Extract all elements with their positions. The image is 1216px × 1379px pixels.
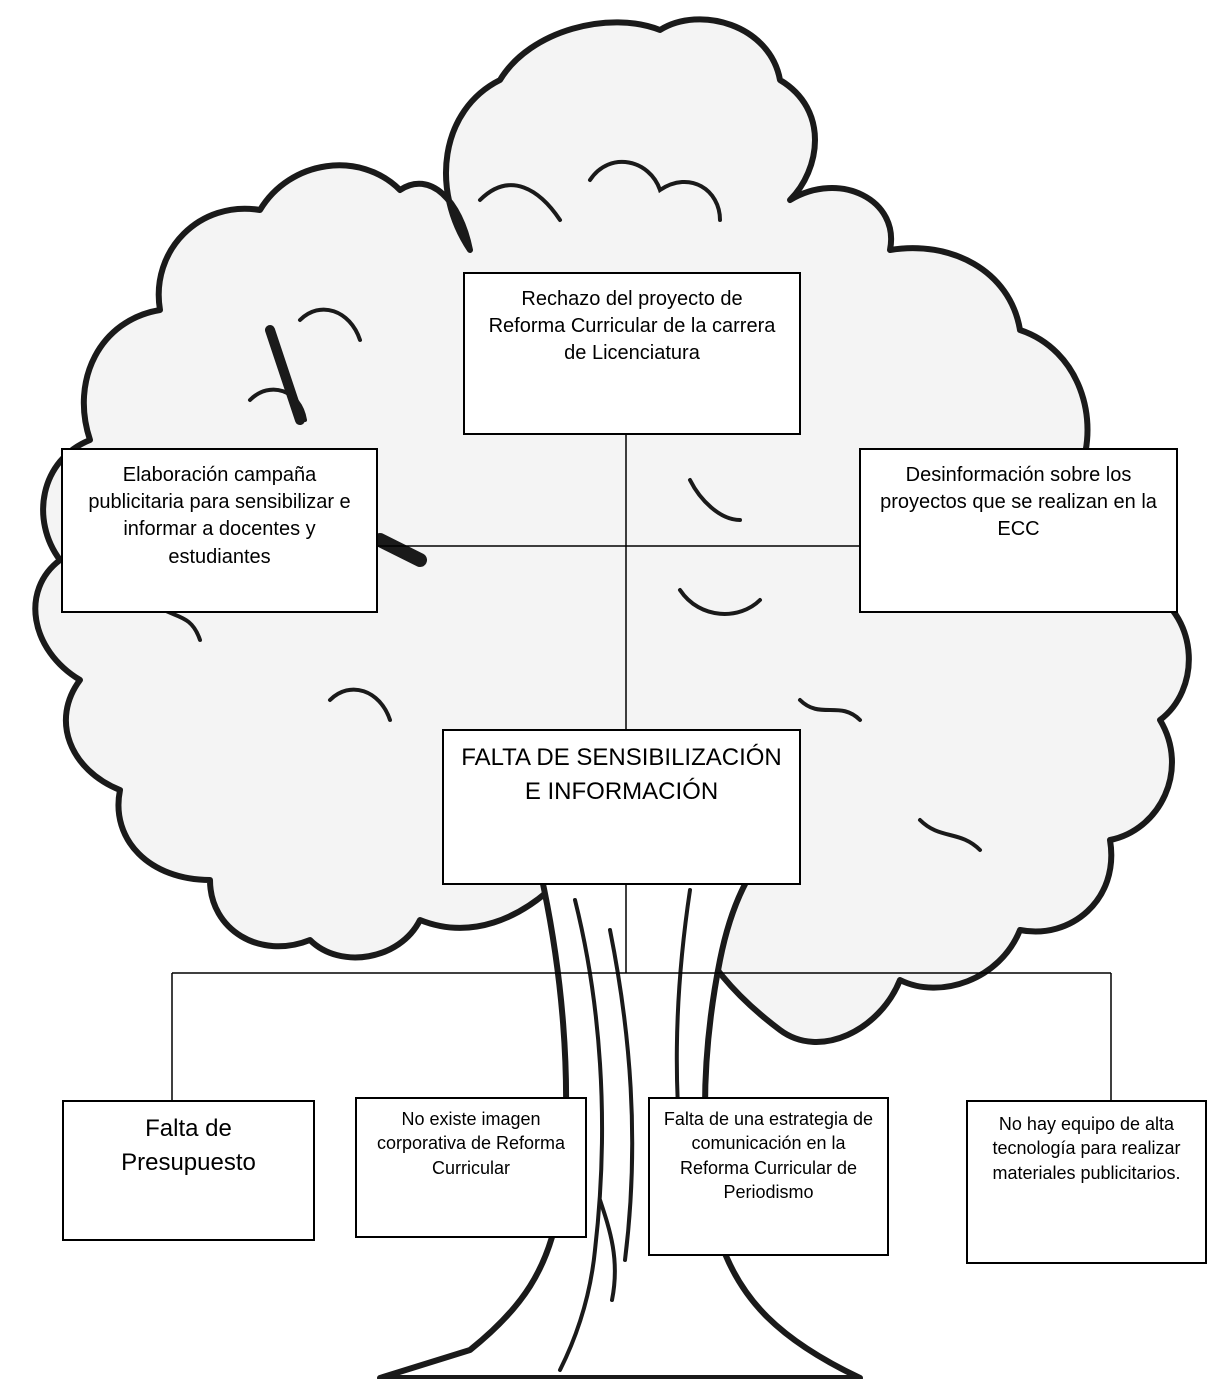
cause-box-budget: Falta de Presupuesto (62, 1100, 315, 1241)
cause-text-budget: Falta de Presupuesto (121, 1115, 256, 1177)
consequence-text: Desinformación sobre los proyectos que s… (880, 464, 1157, 541)
central-problem-text: FALTA DE SENSIBILIZACIÓN E INFORMACIÓN (461, 744, 782, 806)
tree-texture (148, 160, 982, 852)
consequence-box: Desinformación sobre los proyectos que s… (859, 448, 1178, 613)
cause-text-equipment: No hay equipo de alta tecnología para re… (992, 1114, 1181, 1183)
solution-text: Elaboración campaña publicitaria para se… (88, 464, 351, 568)
cause-box-image: No existe imagen corporativa de Reforma … (355, 1097, 587, 1238)
cause-text-strategy: Falta de una estrategia de comunicación … (663, 1109, 874, 1203)
effect-box: Rechazo del proyecto de Reforma Curricul… (463, 272, 801, 435)
effect-text: Rechazo del proyecto de Reforma Curricul… (488, 288, 776, 365)
solution-box: Elaboración campaña publicitaria para se… (61, 448, 378, 613)
central-problem-box: FALTA DE SENSIBILIZACIÓN E INFORMACIÓN (442, 729, 801, 885)
cause-box-equipment: No hay equipo de alta tecnología para re… (966, 1100, 1207, 1264)
cause-text-image: No existe imagen corporativa de Reforma … (376, 1109, 566, 1178)
cause-box-strategy: Falta de una estrategia de comunicación … (648, 1097, 889, 1256)
